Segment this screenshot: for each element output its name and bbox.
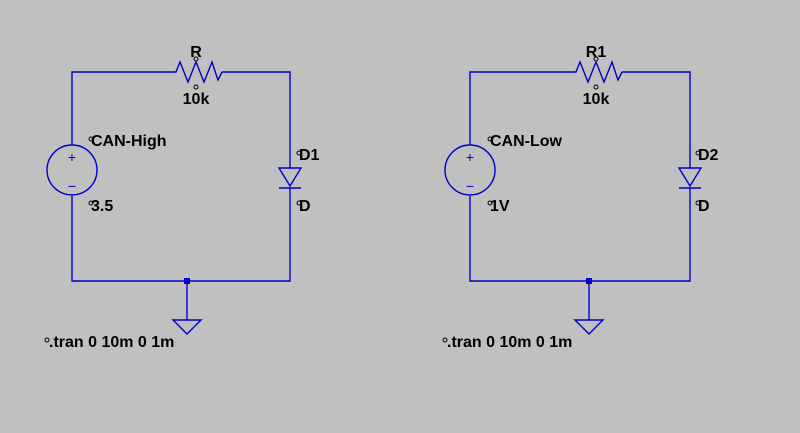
pin-marker xyxy=(695,200,701,206)
tran-directive[interactable]: .tran 0 10m 0 1m xyxy=(447,334,572,351)
wire-top-right-1[interactable] xyxy=(222,71,291,168)
pin-marker xyxy=(296,150,302,156)
source-name-label[interactable]: CAN-Low xyxy=(490,133,563,150)
circuit-2: + − R1 10k CAN-Low 1V D2 D .tran 0 10m 0… xyxy=(442,44,719,351)
source-value-label[interactable]: 1V xyxy=(490,198,510,215)
pin-marker xyxy=(193,56,199,62)
tran-directive[interactable]: .tran 0 10m 0 1m xyxy=(49,334,174,351)
resistor-name-label[interactable]: R1 xyxy=(586,44,607,61)
diode-d2[interactable] xyxy=(677,167,703,189)
wire-top-left-1[interactable] xyxy=(71,71,170,145)
resistor-name-label[interactable]: R xyxy=(190,44,202,61)
wire-right-bottom-1[interactable] xyxy=(71,188,291,282)
resistor-value-label[interactable]: 10k xyxy=(583,91,610,108)
wire-right-bottom-2[interactable] xyxy=(469,188,691,282)
junction-1 xyxy=(184,278,190,284)
pin-marker xyxy=(88,200,94,206)
source-name-label[interactable]: CAN-High xyxy=(91,133,167,150)
minus-symbol: − xyxy=(68,178,76,194)
pin-marker xyxy=(487,200,493,206)
resistor-value-label[interactable]: 10k xyxy=(183,91,210,108)
pin-marker xyxy=(44,337,50,343)
junction-2 xyxy=(586,278,592,284)
plus-symbol: + xyxy=(68,149,76,165)
plus-symbol: + xyxy=(466,149,474,165)
ground-symbol-1[interactable] xyxy=(171,319,203,335)
minus-symbol: − xyxy=(466,178,474,194)
pin-marker xyxy=(487,136,493,142)
ground-symbol-2[interactable] xyxy=(573,319,605,335)
diode-name-label[interactable]: D1 xyxy=(299,147,320,164)
wire-top-left-2[interactable] xyxy=(469,71,570,145)
pin-marker xyxy=(442,337,448,343)
pin-marker xyxy=(695,150,701,156)
diode-model-label[interactable]: D xyxy=(698,198,710,215)
resistor-r1[interactable] xyxy=(570,59,623,84)
pin-marker xyxy=(593,56,599,62)
voltage-source-can-low[interactable] xyxy=(444,144,496,196)
diode-d1[interactable] xyxy=(277,167,303,189)
pin-marker xyxy=(193,84,199,90)
diode-model-label[interactable]: D xyxy=(299,198,311,215)
source-value-label[interactable]: 3.5 xyxy=(91,198,113,215)
pin-marker xyxy=(88,136,94,142)
pin-marker xyxy=(593,84,599,90)
voltage-source-can-high[interactable] xyxy=(46,144,98,196)
resistor-r[interactable] xyxy=(170,59,223,84)
diode-name-label[interactable]: D2 xyxy=(698,147,719,164)
circuit-1: + − R 10k CAN-High 3.5 D1 D .tran 0 10m … xyxy=(44,44,320,351)
wire-top-right-2[interactable] xyxy=(622,71,691,168)
pin-marker xyxy=(296,200,302,206)
